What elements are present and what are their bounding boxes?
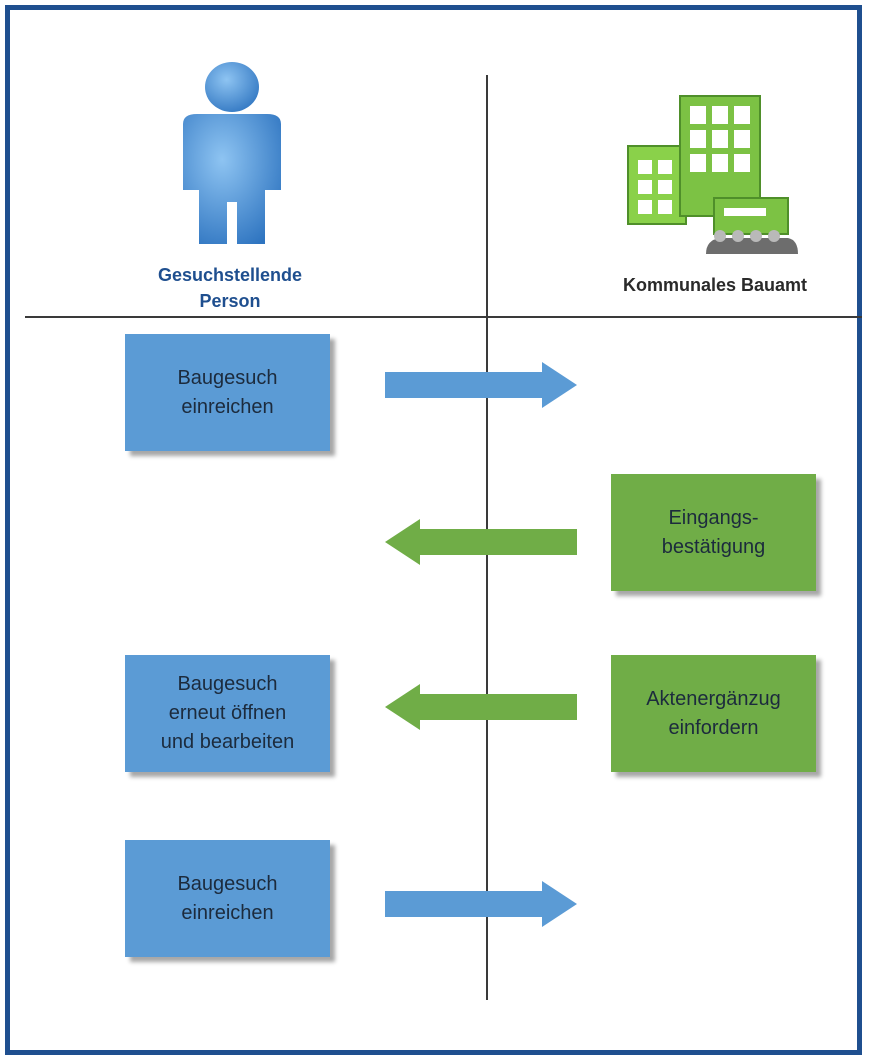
step-text: Baugesuch einreichen bbox=[177, 366, 278, 418]
step-box-reopen-edit: Baugesuch erneut öffnen und bearbeiten bbox=[125, 655, 330, 772]
arrow-to-applicant bbox=[385, 684, 577, 730]
authority-label: Kommunales Bauamt bbox=[622, 275, 808, 295]
applicant-label: Gesuchstellende Person bbox=[157, 265, 303, 311]
building-icon bbox=[627, 95, 798, 254]
person-icon bbox=[183, 62, 281, 244]
step-box-confirmation: Eingangs- bestätigung bbox=[611, 474, 816, 591]
arrow-to-applicant bbox=[385, 519, 577, 565]
step-text: Baugesuch einreichen bbox=[177, 872, 278, 924]
step-box-resubmit: Baugesuch einreichen bbox=[125, 840, 330, 957]
arrow-to-authority bbox=[385, 362, 577, 408]
step-box-request-documents: Aktenergänzug einfordern bbox=[611, 655, 816, 772]
header-divider bbox=[25, 316, 862, 318]
step-text: Eingangs- bestätigung bbox=[661, 506, 766, 558]
step-text: Baugesuch erneut öffnen und bearbeiten bbox=[160, 673, 295, 753]
arrow-to-authority bbox=[385, 881, 577, 927]
step-text: Aktenergänzug einfordern bbox=[646, 687, 781, 739]
step-box-submit: Baugesuch einreichen bbox=[125, 334, 330, 451]
